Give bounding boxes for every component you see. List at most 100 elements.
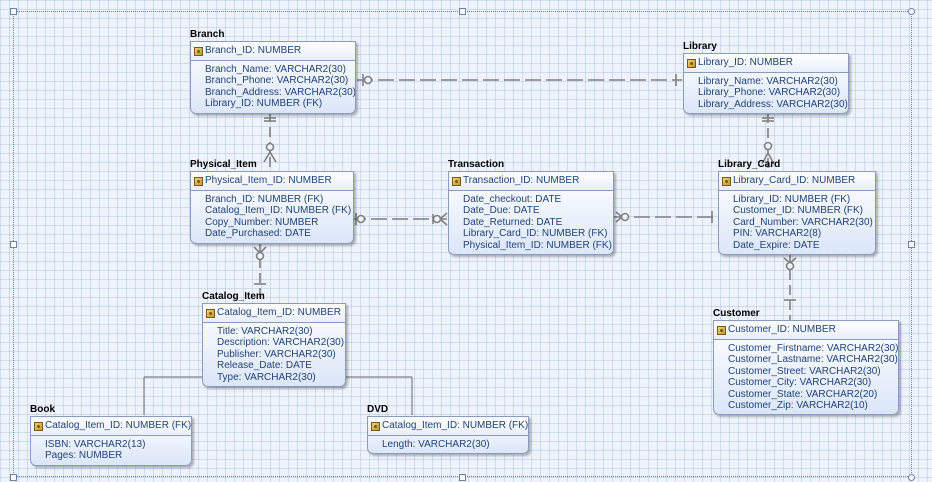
primary-key: Library_ID: NUMBER	[698, 57, 794, 68]
attribute-list: Library_Name: VARCHAR2(30) Library_Phone…	[684, 73, 848, 113]
key-icon	[452, 176, 461, 186]
attribute[interactable]: Description: VARCHAR2(30)	[217, 337, 345, 349]
attribute-list: Length: VARCHAR2(30)	[368, 436, 528, 453]
resize-handle-top-right[interactable]	[908, 8, 915, 15]
attribute[interactable]: Library_Phone: VARCHAR2(30)	[698, 87, 841, 99]
attribute[interactable]: Customer_ID: NUMBER (FK)	[733, 205, 864, 217]
key-icon	[206, 308, 215, 318]
primary-key-row[interactable]: Physical_Item_ID: NUMBER	[191, 172, 353, 191]
attribute[interactable]: Date_Expire: DATE	[733, 239, 820, 251]
attribute-list: Library_ID: NUMBER (FK) Customer_ID: NUM…	[719, 191, 875, 254]
primary-key-row[interactable]: Catalog_Item_ID: NUMBER (FK)	[31, 417, 191, 436]
entity-title: Physical_Item	[190, 159, 257, 170]
attribute[interactable]: Library_Address: VARCHAR2(30)	[698, 98, 848, 110]
attribute[interactable]: Customer_State: VARCHAR2(20)	[728, 388, 878, 400]
attribute-list: Customer_Firstname: VARCHAR2(30) Custome…	[714, 340, 898, 414]
attribute[interactable]: Date_Due: DATE	[463, 205, 540, 217]
attribute[interactable]: Copy_Number: NUMBER	[205, 216, 319, 228]
attribute[interactable]: Library_ID: NUMBER (FK)	[205, 98, 323, 110]
key-icon	[194, 46, 203, 56]
entity-box: Branch_ID: NUMBER Branch_Name: VARCHAR2(…	[190, 41, 356, 114]
key-icon	[371, 421, 380, 431]
entity-title: Book	[30, 404, 55, 415]
entity-title: DVD	[367, 404, 389, 415]
primary-key-row[interactable]: Transaction_ID: NUMBER	[449, 172, 613, 191]
attribute[interactable]: Date_Returned: DATE	[463, 216, 563, 228]
attribute[interactable]: Customer_Street: VARCHAR2(30)	[728, 365, 881, 377]
attribute[interactable]: Branch_Phone: VARCHAR2(30)	[205, 75, 349, 87]
resize-handle-bottom[interactable]	[459, 474, 466, 481]
attribute[interactable]: Card_Number: VARCHAR2(30)	[733, 216, 873, 228]
primary-key-row[interactable]: Branch_ID: NUMBER	[191, 42, 355, 61]
attribute[interactable]: Date_checkout: DATE	[463, 194, 562, 205]
attribute[interactable]: Library_ID: NUMBER (FK)	[733, 194, 851, 205]
entity-title: Catalog_Item	[202, 291, 265, 302]
entity-title: Library	[683, 41, 717, 52]
attribute[interactable]: Length: VARCHAR2(30)	[382, 439, 490, 450]
attribute[interactable]: Customer_Zip: VARCHAR2(10)	[728, 400, 868, 412]
primary-key-row[interactable]: Catalog_Item_ID: NUMBER (FK)	[368, 417, 528, 436]
attribute[interactable]: Title: VARCHAR2(30)	[217, 326, 313, 337]
entity-box: Customer_ID: NUMBER Customer_Firstname: …	[713, 320, 899, 416]
primary-key: Branch_ID: NUMBER	[205, 45, 302, 56]
primary-key: Catalog_Item_ID: NUMBER	[217, 307, 341, 318]
attribute[interactable]: Library_Name: VARCHAR2(30)	[698, 76, 838, 87]
attribute[interactable]: Physical_Item_ID: NUMBER (FK)	[463, 239, 612, 251]
attribute[interactable]: Publisher: VARCHAR2(30)	[217, 348, 336, 360]
key-icon	[194, 176, 203, 186]
entity-box: Library_ID: NUMBER Library_Name: VARCHAR…	[683, 53, 849, 115]
attribute-list: Title: VARCHAR2(30) Description: VARCHAR…	[203, 323, 345, 386]
attribute[interactable]: Release_Date: DATE	[217, 360, 312, 372]
attribute[interactable]: Library_Card_ID: NUMBER (FK)	[463, 228, 608, 240]
primary-key: Catalog_Item_ID: NUMBER (FK)	[382, 420, 529, 431]
key-icon	[34, 421, 43, 431]
entity-box: Transaction_ID: NUMBER Date_checkout: DA…	[448, 171, 614, 256]
primary-key-row[interactable]: Catalog_Item_ID: NUMBER	[203, 304, 345, 323]
attribute[interactable]: Branch_ID: NUMBER (FK)	[205, 194, 324, 205]
key-icon	[717, 325, 726, 335]
subtype-connector	[143, 376, 413, 415]
entity-box: Catalog_Item_ID: NUMBER (FK) ISBN: VARCH…	[30, 416, 192, 466]
entity-box: Catalog_Item_ID: NUMBER (FK) Length: VAR…	[367, 416, 529, 455]
resize-handle-top[interactable]	[459, 8, 466, 15]
attribute[interactable]: PIN: VARCHAR2(8)	[733, 228, 822, 240]
primary-key-row[interactable]: Library_ID: NUMBER	[684, 54, 848, 73]
primary-key-row[interactable]: Customer_ID: NUMBER	[714, 321, 898, 340]
entity-title: Customer	[713, 308, 760, 319]
attribute[interactable]: Type: VARCHAR2(30)	[217, 371, 316, 383]
entity-title: Transaction	[448, 159, 505, 170]
entity-box: Library_Card_ID: NUMBER Library_ID: NUMB…	[718, 171, 876, 256]
resize-handle-top-left[interactable]	[10, 8, 17, 15]
entity-box: Catalog_Item_ID: NUMBER Title: VARCHAR2(…	[202, 303, 346, 388]
attribute[interactable]: Customer_Firstname: VARCHAR2(30)	[728, 343, 899, 354]
primary-key: Catalog_Item_ID: NUMBER (FK)	[45, 420, 192, 431]
resize-handle-right[interactable]	[908, 241, 915, 248]
attribute[interactable]: Customer_Lastname: VARCHAR2(30)	[728, 354, 898, 366]
attribute[interactable]: ISBN: VARCHAR2(13)	[45, 439, 146, 450]
attribute-list: Date_checkout: DATE Date_Due: DATE Date_…	[449, 191, 613, 254]
entity-title: Branch	[190, 29, 225, 40]
attribute[interactable]: Branch_Name: VARCHAR2(30)	[205, 64, 346, 75]
attribute[interactable]: Customer_City: VARCHAR2(30)	[728, 377, 872, 389]
primary-key: Library_Card_ID: NUMBER	[733, 175, 856, 186]
entity-title: Library_Card	[718, 159, 781, 170]
key-icon	[687, 58, 696, 68]
resize-handle-bottom-left[interactable]	[10, 474, 17, 481]
resize-handle-left[interactable]	[10, 241, 17, 248]
resize-handle-bottom-right[interactable]	[908, 474, 915, 481]
attribute[interactable]: Date_Purchased: DATE	[205, 228, 311, 240]
attribute-list: ISBN: VARCHAR2(13) Pages: NUMBER	[31, 436, 191, 465]
attribute[interactable]: Catalog_Item_ID: NUMBER (FK)	[205, 205, 352, 217]
entity-box: Physical_Item_ID: NUMBER Branch_ID: NUMB…	[190, 171, 354, 244]
attribute-list: Branch_ID: NUMBER (FK) Catalog_Item_ID: …	[191, 191, 353, 243]
primary-key-row[interactable]: Library_Card_ID: NUMBER	[719, 172, 875, 191]
attribute[interactable]: Branch_Address: VARCHAR2(30)	[205, 86, 356, 98]
key-icon	[722, 176, 731, 186]
primary-key: Transaction_ID: NUMBER	[463, 175, 580, 186]
primary-key: Customer_ID: NUMBER	[728, 324, 836, 335]
attribute[interactable]: Pages: NUMBER	[45, 450, 123, 462]
primary-key: Physical_Item_ID: NUMBER	[205, 175, 332, 186]
attribute-list: Branch_Name: VARCHAR2(30) Branch_Phone: …	[191, 61, 355, 113]
